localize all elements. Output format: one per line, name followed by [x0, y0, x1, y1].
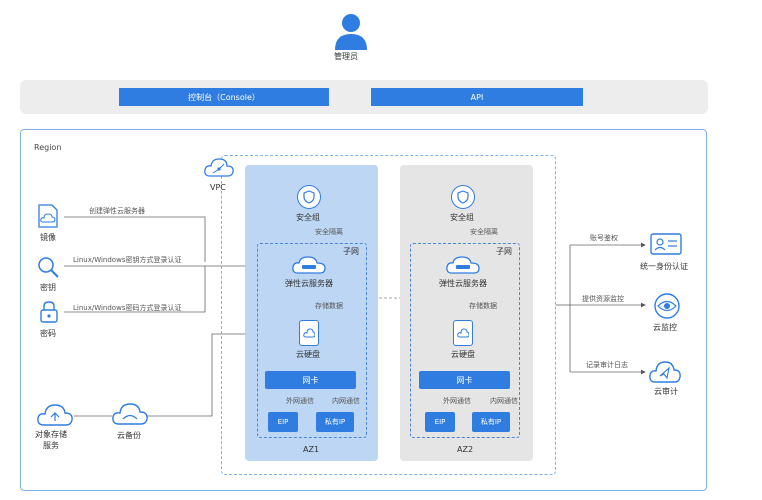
line-image-to-ecs	[64, 216, 206, 262]
az1-private-ip-box: 私有IP	[316, 412, 354, 432]
az2-external-label: 外网通信	[443, 397, 471, 405]
image-file-icon	[37, 203, 59, 229]
admin-label: 管理员	[334, 52, 358, 61]
image-label: 镜像	[40, 233, 56, 242]
az1-ecs-icon	[292, 255, 326, 275]
az1-internal-label: 内网通信	[332, 397, 360, 405]
az2-security-group-label: 安全组	[450, 213, 474, 222]
az2-private-ip-box: 私有IP	[472, 412, 510, 432]
ces-label: 云监控	[653, 323, 677, 332]
az2-subnet-container	[410, 243, 520, 438]
az1-security-group-icon	[297, 185, 321, 209]
az2-eip-box: EIP	[425, 412, 455, 432]
cts-label: 云审计	[654, 387, 678, 396]
az2-name-label: AZ2	[457, 445, 474, 454]
api-button[interactable]: API	[371, 88, 583, 106]
az2-isolation-label: 安全隔离	[470, 228, 498, 236]
az1-security-group-label: 安全组	[296, 213, 320, 222]
az1-evs-icon	[299, 320, 319, 346]
create-ecs-label: 创建弹性云服务器	[89, 207, 145, 215]
az1-name-label: AZ1	[303, 445, 320, 454]
monitor-label: 提供资源监控	[582, 295, 624, 303]
az1-container	[245, 165, 378, 461]
obs-label-line1: 对象存储	[35, 430, 67, 439]
console-button[interactable]: 控制台（Console）	[119, 88, 329, 106]
lock-icon	[38, 300, 60, 324]
az2-nic-bar: 网卡	[419, 371, 510, 389]
key-search-icon	[36, 255, 60, 279]
cloud-audit-icon	[648, 359, 682, 385]
az1-ecs-label: 弹性云服务器	[285, 279, 333, 288]
az2-evs-icon	[453, 320, 473, 346]
region-container	[20, 129, 707, 491]
vpc-container	[221, 155, 556, 475]
az1-external-label: 外网通信	[286, 397, 314, 405]
az1-eip-box: EIP	[268, 412, 298, 432]
az1-nic-bar: 网卡	[265, 371, 356, 389]
eye-icon	[652, 292, 682, 320]
az2-storage-label: 存储数据	[469, 302, 497, 310]
key-login-label: Linux/Windows密钥方式登录认证	[73, 256, 182, 264]
iam-label: 统一身份认证	[640, 262, 688, 271]
az2-security-group-icon	[451, 185, 475, 209]
az2-ecs-label: 弹性云服务器	[439, 279, 487, 288]
password-label: 密码	[40, 329, 56, 338]
cloud-backup-icon	[111, 401, 149, 427]
account-auth-label: 账号鉴权	[590, 234, 618, 242]
az2-ecs-icon	[446, 255, 480, 275]
region-label: Region	[34, 143, 62, 152]
az2-evs-label: 云硬盘	[451, 350, 475, 359]
az1-isolation-label: 安全隔离	[315, 228, 343, 236]
object-storage-icon	[36, 402, 74, 428]
az1-subnet-container	[257, 243, 367, 438]
backup-label: 云备份	[117, 431, 141, 440]
az2-subnet-label: 子网	[496, 247, 512, 256]
user-icon	[335, 14, 367, 50]
audit-log-label: 记录审计日志	[586, 361, 628, 369]
vpc-label: VPC	[210, 183, 226, 192]
az1-storage-label: 存储数据	[315, 302, 343, 310]
admin-user-icon	[333, 12, 369, 50]
az1-evs-label: 云硬盘	[296, 350, 320, 359]
key-label: 密钥	[40, 283, 56, 292]
az1-subnet-label: 子网	[343, 247, 359, 256]
line-password-to-ecs	[64, 266, 206, 313]
vpc-cloud-icon	[203, 156, 235, 180]
az2-container	[400, 165, 533, 461]
password-login-label: Linux/Windows密码方式登录认证	[73, 304, 182, 312]
id-card-icon	[650, 231, 682, 257]
obs-label-line2: 服务	[43, 441, 59, 450]
az2-internal-label: 内网通信	[490, 397, 518, 405]
